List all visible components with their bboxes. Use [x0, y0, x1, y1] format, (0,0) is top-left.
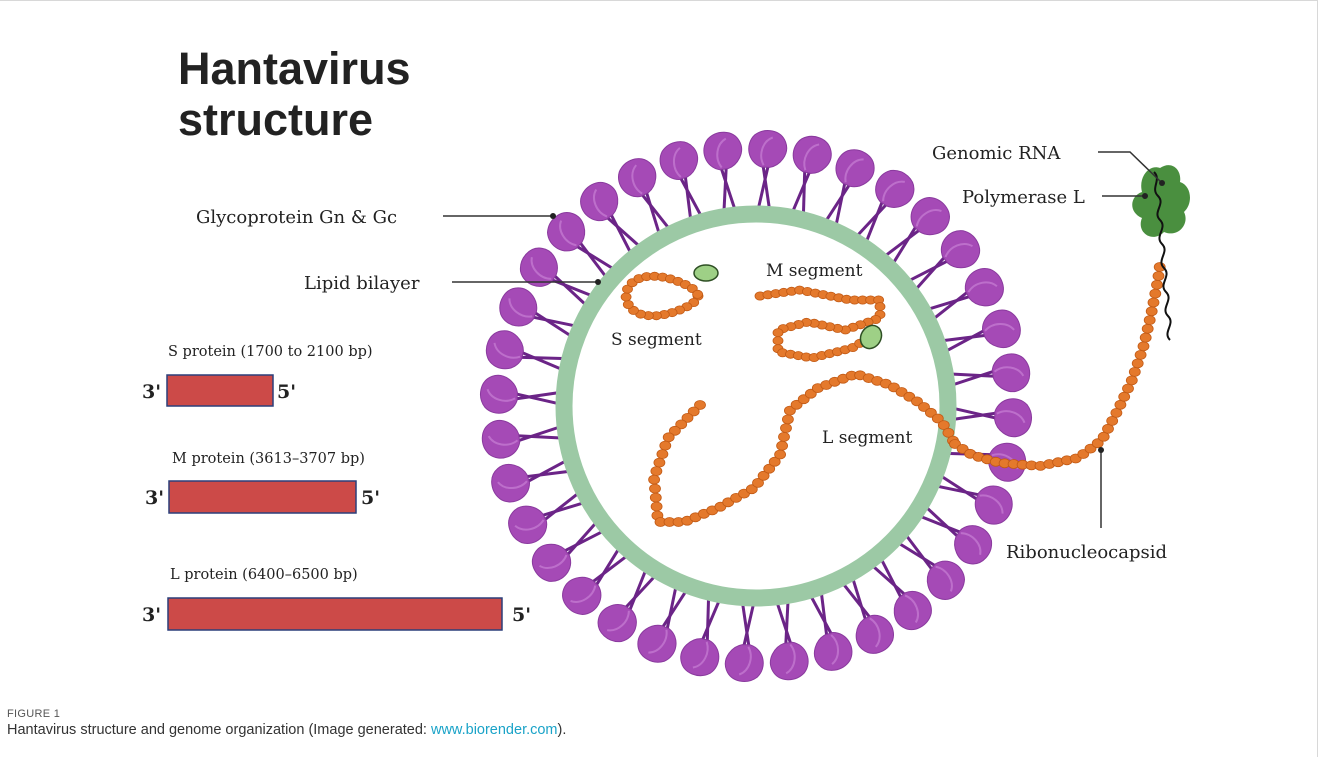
rna-bead: [775, 450, 786, 459]
rna-bead: [779, 432, 790, 441]
l-protein-3-end: 3': [142, 604, 161, 626]
rna-bead: [1150, 289, 1161, 298]
rna-bead: [1119, 392, 1130, 401]
rna-bead: [1111, 408, 1122, 417]
polymerase-label: Polymerase L: [962, 187, 1085, 208]
rna-bead: [1142, 324, 1153, 333]
m-protein-5-end: 5': [361, 487, 380, 509]
l-protein-5-end: 5': [512, 604, 531, 626]
s-segment-label: S segment: [611, 330, 702, 350]
glycoprotein-spike: [480, 375, 562, 416]
glycoprotein-spike: [746, 130, 787, 212]
rna-bead: [1138, 342, 1149, 351]
polymerase-dot: [1142, 193, 1148, 199]
rna-bead: [773, 337, 783, 345]
glycoprotein-label: Glycoprotein Gn & Gc: [196, 207, 397, 228]
rna-bead: [654, 458, 665, 467]
s-protein-3-end: 3': [142, 381, 161, 403]
rna-bead: [660, 441, 671, 450]
rna-bead: [649, 475, 660, 484]
diagram-title-line1: Hantavirus: [178, 43, 411, 94]
rna-bead: [1144, 316, 1155, 325]
glycoprotein-spike: [780, 133, 834, 220]
ribonucleocapsid-dot: [1098, 447, 1104, 453]
rna-bead: [1115, 400, 1126, 409]
glycoprotein-dot: [550, 213, 556, 219]
glycoprotein-spike: [677, 592, 731, 679]
rna-bead: [875, 303, 885, 311]
genomic-rna-dot: [1159, 180, 1165, 186]
caption-text-before: Hantavirus structure and genome organiza…: [7, 722, 431, 738]
l-protein-bar: [168, 598, 502, 630]
rna-bead: [1152, 280, 1163, 289]
glycoprotein-spike: [725, 600, 766, 682]
rna-bead: [773, 329, 783, 337]
rna-bead: [1129, 367, 1140, 376]
l-protein-title: L protein (6400–6500 bp): [170, 567, 358, 583]
rna-bead: [663, 433, 674, 442]
glycoprotein-spike: [947, 352, 1032, 400]
m-protein-bar: [169, 481, 356, 513]
rna-bead: [1140, 333, 1151, 342]
diagram-canvas: Hantavirus structure Glycoprotein Gn & G…: [0, 0, 1319, 690]
ribonucleocapsid-label: Ribonucleocapsid: [1006, 542, 1167, 563]
rna-bead: [1132, 359, 1143, 368]
rna-bead: [777, 441, 788, 450]
s-segment-polymerase: [694, 265, 718, 281]
rna-bead: [621, 293, 631, 301]
glycoprotein-spike: [480, 412, 565, 460]
rna-bead: [651, 467, 662, 476]
rna-bead: [650, 484, 661, 493]
rna-bead: [693, 290, 703, 298]
rna-bead: [623, 300, 633, 308]
caption-text-after: ).: [558, 722, 567, 738]
glycoprotein-spike: [762, 597, 810, 682]
rna-bead: [1148, 298, 1159, 307]
gene-organization: S protein (1700 to 2100 bp) 3' 5' M prot…: [142, 344, 531, 630]
l-segment-label: L segment: [822, 428, 912, 448]
figure-caption: Hantavirus structure and genome organiza…: [7, 722, 566, 738]
rna-bead: [1126, 376, 1137, 385]
rna-bead: [657, 450, 668, 459]
virion: [480, 130, 1032, 682]
glycoprotein-spike: [702, 130, 750, 215]
lipid-bilayer-label: Lipid bilayer: [304, 273, 420, 294]
m-protein-title: M protein (3613–3707 bp): [172, 451, 365, 467]
glycoprotein-spike: [483, 327, 570, 381]
figure-number: FIGURE 1: [7, 708, 60, 720]
s-protein-title: S protein (1700 to 2100 bp): [168, 344, 373, 360]
s-protein-5-end: 5': [277, 381, 296, 403]
rna-bead: [781, 424, 792, 433]
biorender-link[interactable]: www.biorender.com: [431, 722, 558, 738]
rna-bead: [1153, 272, 1164, 281]
hantavirus-figure: Hantavirus structure Glycoprotein Gn & G…: [0, 0, 1319, 690]
s-protein-bar: [167, 375, 273, 406]
genomic-rna-label: Genomic RNA: [932, 143, 1061, 164]
virion-interior: [573, 223, 939, 589]
rna-bead: [1146, 307, 1157, 316]
m-protein-3-end: 3': [145, 487, 164, 509]
rna-bead: [1135, 350, 1146, 359]
lipid-bilayer-dot: [595, 279, 601, 285]
diagram-title-line2: structure: [178, 94, 373, 145]
rna-bead: [651, 502, 662, 511]
rna-bead: [782, 415, 793, 424]
rna-bead: [1123, 384, 1134, 393]
glycoprotein-spike: [950, 396, 1032, 437]
m-segment-label: M segment: [766, 261, 863, 281]
rna-bead: [650, 493, 661, 502]
